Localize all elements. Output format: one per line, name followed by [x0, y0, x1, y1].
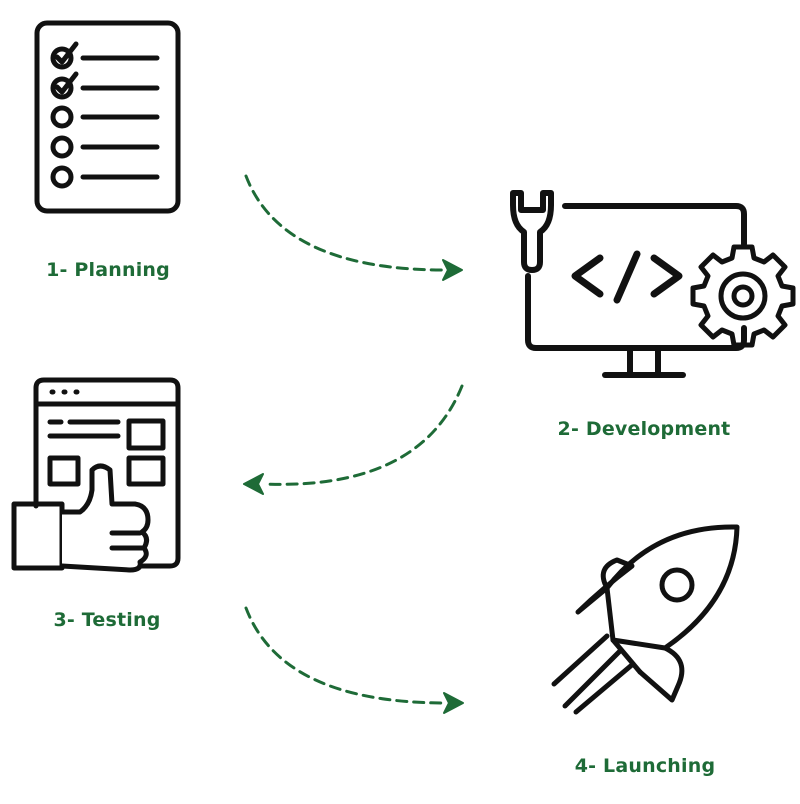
step-label-launching: 4- Launching — [574, 755, 716, 777]
arrowhead-right-2 — [443, 692, 464, 714]
checklist-icon — [34, 20, 181, 214]
code-monitor-icon — [510, 190, 796, 378]
thumbs-up-testing-icon — [11, 377, 181, 573]
rocket-icon — [551, 524, 740, 715]
step-label-testing: 3- Testing — [53, 609, 161, 631]
step-label-planning: 1- Planning — [46, 259, 170, 281]
arrowhead-right-1 — [442, 259, 463, 281]
arrow-planning-to-development — [244, 174, 447, 272]
arrow-testing-to-launching — [244, 606, 448, 705]
arrowhead-left — [243, 473, 264, 495]
step-label-development: 2- Development — [557, 418, 731, 440]
arrow-development-to-testing — [262, 384, 464, 486]
